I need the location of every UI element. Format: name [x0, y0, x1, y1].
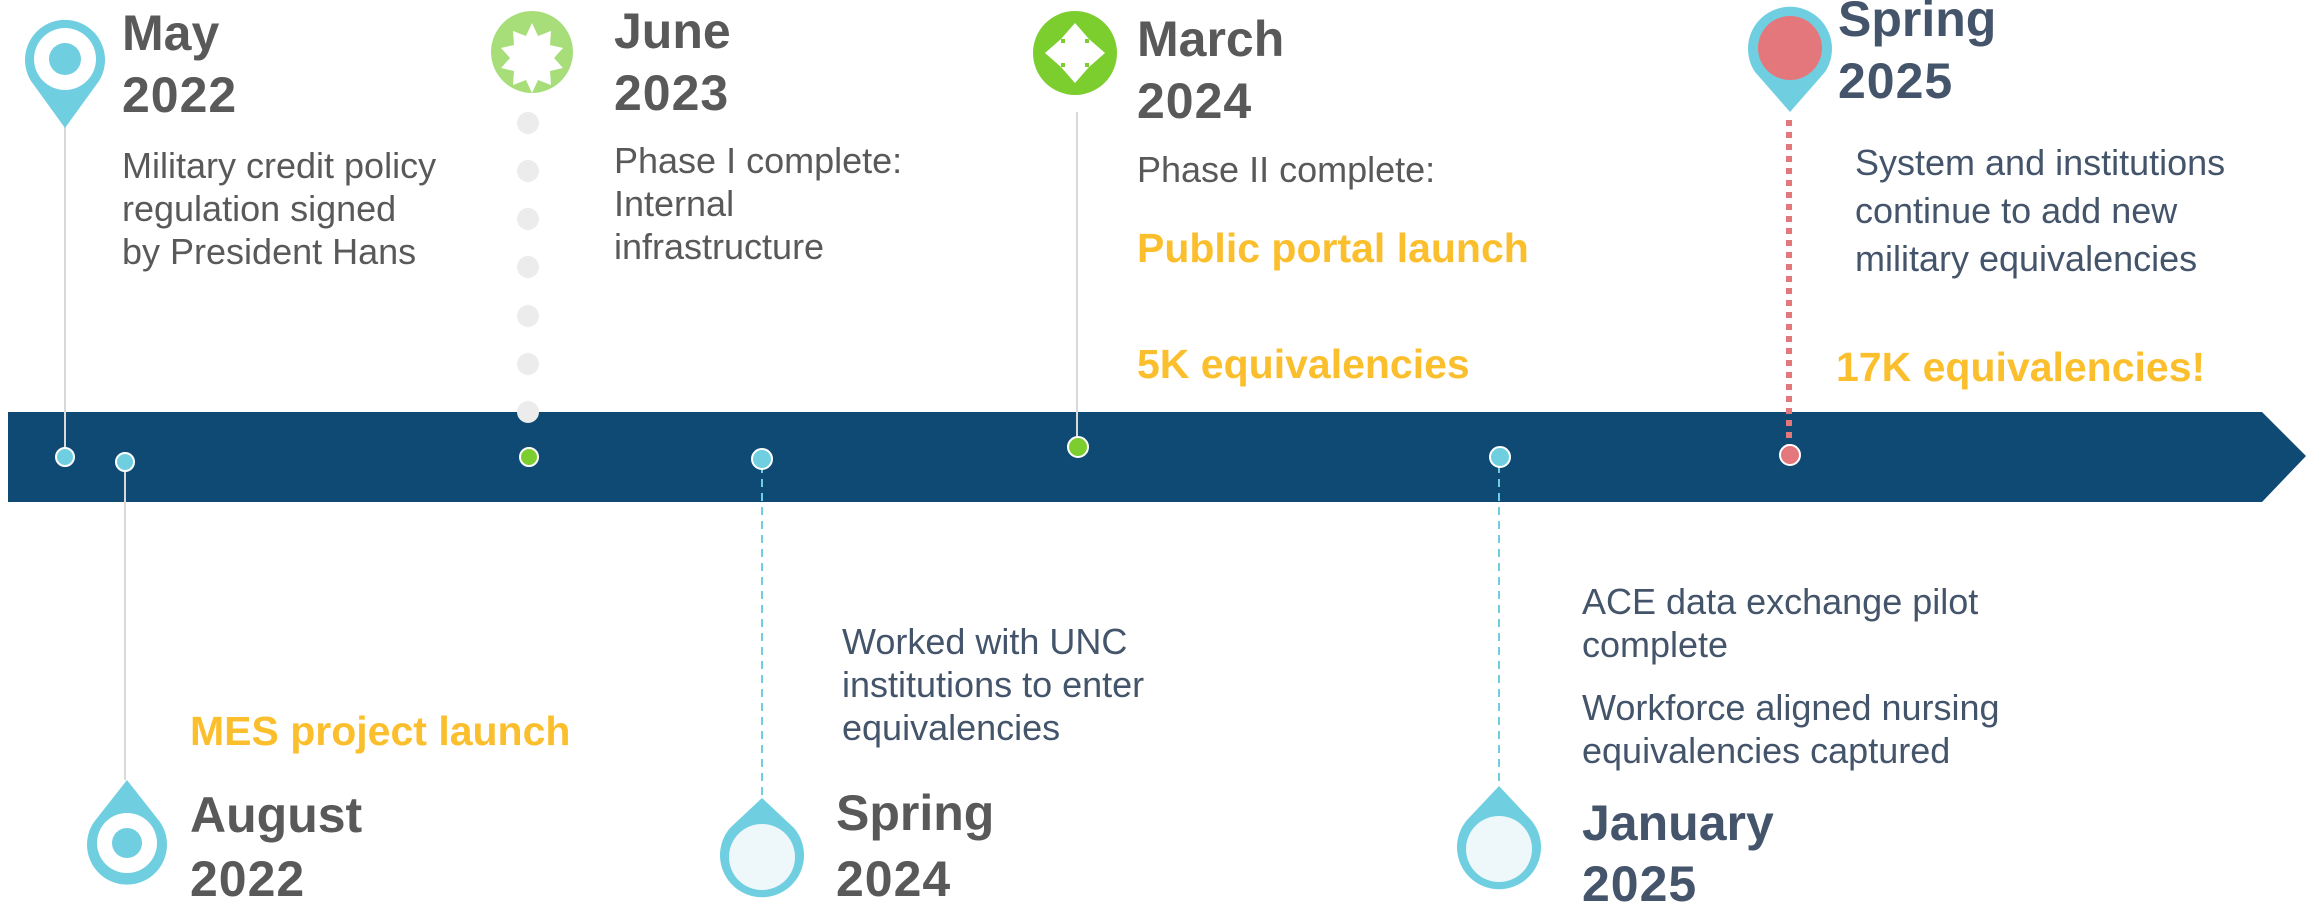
may-2022-month: May — [122, 5, 220, 61]
spring-2025-description-line: military equivalencies — [1855, 238, 2198, 279]
june-2023-starburst-badge-icon — [491, 11, 573, 93]
spring-2025-description-line: continue to add new — [1855, 190, 2178, 231]
spring-2024-description-line: Worked with UNC — [842, 621, 1128, 662]
august-2022-map-pin-icon — [87, 780, 167, 885]
spring-2024-description-line: equivalencies — [842, 707, 1061, 748]
may-2022-year: 2022 — [122, 67, 238, 123]
june-2023-description-line: infrastructure — [614, 226, 825, 267]
spring-2025-year: 2025 — [1838, 53, 1954, 109]
march-2024-year: 2024 — [1137, 73, 1253, 129]
january-2025-description-line: ACE data exchange pilot — [1582, 581, 1979, 622]
january-2025-year: 2025 — [1582, 856, 1698, 912]
march-2024-description-line: Phase II complete: — [1137, 149, 1436, 190]
march-2024-month: March — [1137, 11, 1285, 67]
spring-2024-month: Spring — [836, 785, 995, 841]
june-2023-timeline-dot — [519, 447, 539, 467]
march-2024-highlight: Public portal launch — [1137, 225, 1529, 271]
spring-2025-description-line: System and institutions — [1855, 142, 2226, 183]
june-2023-dotted-connector — [517, 112, 539, 423]
august-2022-timeline-dot — [115, 452, 135, 472]
january-2025-description-line: complete — [1582, 624, 1729, 665]
june-2023-year: 2023 — [614, 65, 730, 121]
spring-2025-map-pin-icon — [1748, 6, 1832, 113]
spring-2024-timeline-dot — [751, 448, 773, 470]
spring-2024-description-line: institutions to enter — [842, 664, 1145, 705]
march-2024-four-arrows-icon — [1033, 11, 1117, 95]
spring-2024-year: 2024 — [836, 851, 952, 907]
spring-2025-timeline-dot — [1779, 444, 1801, 466]
august-2022-highlight: MES project launch — [190, 708, 571, 754]
may-2022-map-pin-icon — [25, 19, 106, 128]
june-2023-description-line: Internal — [614, 183, 735, 224]
august-2022-month: August — [190, 787, 363, 843]
january-2025-description-line: Workforce aligned nursing — [1582, 687, 2000, 728]
march-2024-highlight: 5K equivalencies — [1137, 341, 1470, 387]
august-2022-year: 2022 — [190, 851, 306, 907]
spring-2025-month: Spring — [1838, 0, 1997, 47]
may-2022-description-line: regulation signed — [122, 188, 397, 229]
january-2025-drop-pin-icon — [1457, 786, 1541, 890]
may-2022-description-line: Military credit policy — [122, 145, 437, 186]
timeline-arrow-band — [8, 412, 2306, 502]
spring-2025-highlight: 17K equivalencies! — [1836, 344, 2206, 390]
march-2024-timeline-dot — [1067, 436, 1089, 458]
may-2022-timeline-dot — [55, 447, 75, 467]
june-2023-month: June — [614, 3, 731, 59]
may-2022-description-line: by President Hans — [122, 231, 417, 272]
january-2025-month: January — [1582, 795, 1774, 851]
january-2025-timeline-dot — [1489, 446, 1511, 468]
january-2025-description-line: equivalencies captured — [1582, 730, 1951, 771]
june-2023-description-line: Phase I complete: — [614, 140, 903, 181]
spring-2024-drop-pin-icon — [720, 798, 804, 898]
